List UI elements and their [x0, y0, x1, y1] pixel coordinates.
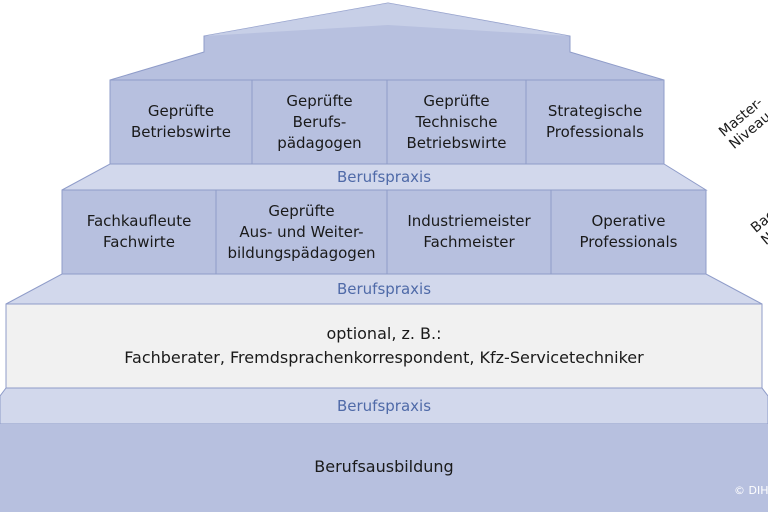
berufspraxis-label-2: Berufspraxis	[336, 280, 432, 298]
middle-tier-box	[386, 189, 552, 275]
roof-top-highlight	[204, 3, 570, 36]
middle-tier-box	[550, 189, 707, 275]
optional-text: optional, z. B.: Fachberater, Fremdsprac…	[124, 324, 644, 367]
berufspraxis-label-3: Berufspraxis	[336, 397, 432, 415]
top-tier-box	[525, 79, 665, 165]
middle-cell-fachmeister: Industriemeister Fachmeister	[407, 212, 531, 251]
middle-tier-box	[215, 189, 388, 275]
base-box	[0, 424, 768, 512]
copyright-text: © DIH	[734, 484, 768, 497]
middle-cell-operative-professionals: Operative Professionals	[579, 212, 678, 251]
top-cell-strategische-professionals: Strategische Professionals	[546, 102, 644, 141]
top-tier-box	[251, 79, 388, 165]
base-label: Berufsausbildung	[314, 457, 454, 476]
top-cell-berufspaedagogen: Geprüfte Berufs- pädagogen	[277, 91, 362, 152]
optional-box	[5, 303, 763, 389]
top-tier-box	[109, 79, 253, 165]
middle-cell-fachwirte: Fachkaufleute Fachwirte	[86, 212, 192, 251]
step-3	[0, 387, 768, 425]
middle-tier-box	[61, 189, 217, 275]
top-tier-box	[386, 79, 527, 165]
berufspraxis-label-1: Berufspraxis	[336, 168, 432, 186]
middle-cell-weiterbildungspaedagogen: Geprüfte Aus- und Weiter- bildungspädago…	[227, 201, 376, 262]
top-cell-betriebswirte: Geprüfte Betriebswirte	[130, 102, 231, 141]
top-cell-technische-betriebswirte: Geprüfte Technische Betriebswirte	[406, 91, 507, 152]
